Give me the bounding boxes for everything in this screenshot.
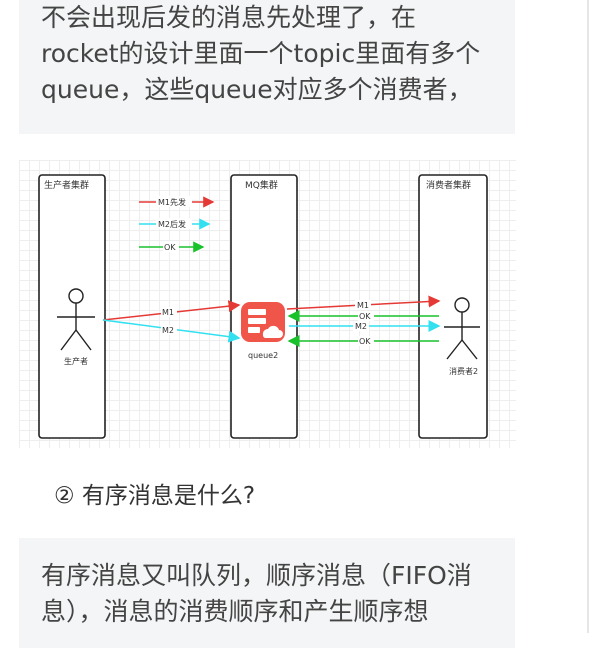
- legend-ok-label: OK: [164, 243, 176, 252]
- consumer-cluster-box: [418, 174, 488, 439]
- quote-line: 息），消息的消费顺序和产生顺序想: [41, 597, 429, 626]
- producer-label: 生产者: [64, 356, 88, 366]
- arrow-label-bg: [355, 300, 371, 310]
- blockquote-definition: 有序消息又叫队列，顺序消息（FIFO消 息），消息的消费顺序和产生顺序想: [19, 538, 515, 648]
- legend-m1-label: M1先发: [158, 197, 186, 207]
- arrow-label-bg: [358, 336, 374, 346]
- producer-cluster-box: [38, 174, 106, 439]
- consumer-label: 消费者2: [449, 366, 478, 376]
- arrow-m2-label-left: M2: [162, 326, 174, 335]
- legend-m2-label: M2后发: [158, 219, 186, 229]
- server-cloud-icon: [241, 302, 285, 342]
- arrow-label-bg: [161, 307, 177, 317]
- queue-label: queue2: [248, 351, 278, 360]
- arrow-m1-label-left: M1: [162, 308, 174, 317]
- arrow-label-bg: [358, 311, 374, 321]
- arrow-ok1-label: OK: [359, 312, 371, 321]
- legend-bg: [163, 241, 179, 252]
- producer-person-icon: [57, 288, 95, 351]
- legend-bg: [156, 218, 192, 229]
- section-heading: ② 有序消息是什么?: [54, 483, 256, 509]
- quote-line: 不会出现后发的消息先处理了，在: [41, 3, 417, 32]
- arrow-m2-label-right: M2: [355, 322, 367, 331]
- diagram-canvas: 生产者集群 MQ集群 消费者集群 M1先发 M2后发 OK 生产者: [38, 174, 488, 439]
- quote-line: rocket的设计里面一个topic里面有多个: [41, 39, 481, 68]
- mq-ordering-diagram: 生产者集群 MQ集群 消费者集群 M1先发 M2后发 OK 生产者: [19, 160, 516, 448]
- quote-line: 有序消息又叫队列，顺序消息（FIFO消: [41, 561, 472, 590]
- page-scroll-edge: [587, 0, 589, 633]
- quote-line: queue，这些queue对应多个消费者，: [41, 75, 473, 104]
- arrow-label-bg: [161, 325, 177, 335]
- arrow-label-bg: [353, 321, 369, 331]
- consumer-person-icon: [444, 297, 480, 360]
- consumer-cluster-title: 消费者集群: [426, 179, 471, 191]
- blockquote-intro: 不会出现后发的消息先处理了，在 rocket的设计里面一个topic里面有多个 …: [19, 0, 515, 134]
- mq-cluster-title: MQ集群: [245, 179, 278, 191]
- legend-bg: [156, 196, 192, 207]
- arrow-ok2-label: OK: [359, 337, 371, 346]
- producer-cluster-title: 生产者集群: [44, 179, 89, 191]
- arrow-m1-label-right: M1: [357, 301, 369, 310]
